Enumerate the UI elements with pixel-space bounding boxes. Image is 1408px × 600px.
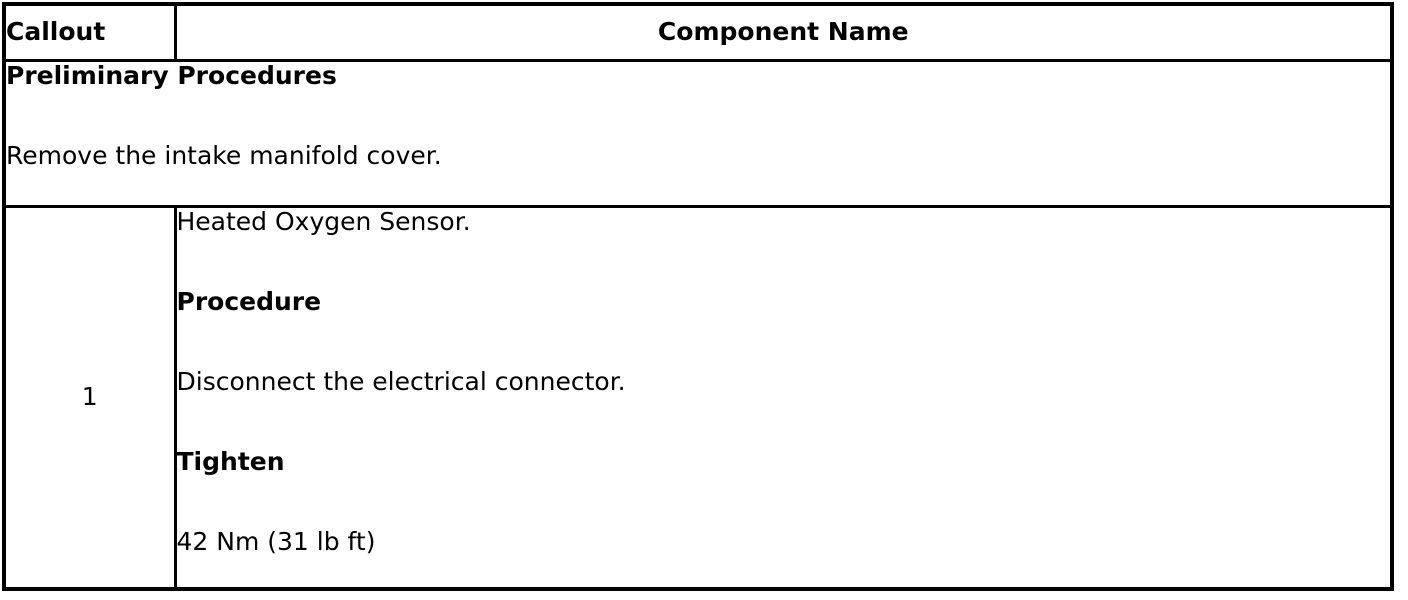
procedure-step-text: Disconnect the electrical connector. bbox=[176, 366, 626, 396]
component-callout-table: Callout Component Name Preliminary Proce… bbox=[2, 2, 1394, 591]
preliminary-procedures-title: Preliminary Procedures bbox=[6, 60, 337, 90]
callout-number-cell: 1 bbox=[2, 204, 177, 591]
torque-spec-text: 42 Nm (31 lb ft) bbox=[176, 526, 376, 556]
preliminary-procedures-row: Preliminary Procedures Remove the intake… bbox=[2, 58, 1394, 208]
component-name-text: Heated Oxygen Sensor. bbox=[176, 206, 471, 236]
callout-column-header: Callout bbox=[2, 2, 177, 62]
component-description-cell: Heated Oxygen Sensor. Procedure Disconne… bbox=[173, 204, 1394, 591]
component-column-header: Component Name bbox=[173, 2, 1394, 62]
preliminary-instruction: Remove the intake manifold cover. bbox=[6, 140, 442, 170]
table-row: 1 Heated Oxygen Sensor. Procedure Discon… bbox=[2, 204, 1394, 591]
table-header-row: Callout Component Name bbox=[2, 2, 1394, 62]
procedure-heading: Procedure bbox=[176, 286, 322, 316]
preliminary-procedures-cell: Preliminary Procedures Remove the intake… bbox=[2, 58, 1394, 208]
tighten-heading: Tighten bbox=[176, 446, 285, 476]
